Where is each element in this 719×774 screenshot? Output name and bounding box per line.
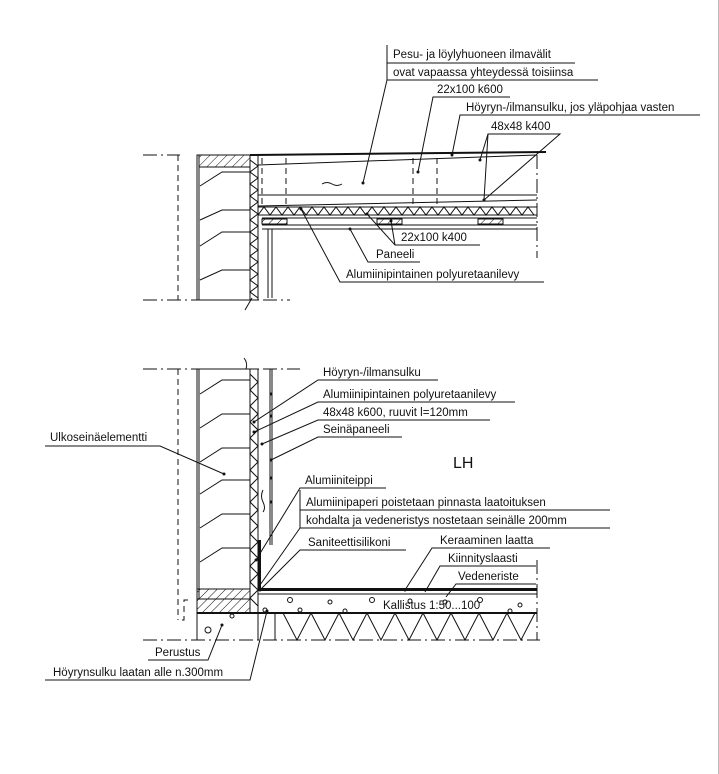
label-batten-bottom: 22x100 k400 bbox=[401, 232, 467, 244]
label-wall-vapour-barrier: Höyryn-/ilmansulku bbox=[323, 367, 421, 379]
label-foundation: Perustus bbox=[155, 647, 201, 659]
label-adhesive: Kiinnityslaasti bbox=[448, 553, 518, 565]
label-panel: Paneeli bbox=[376, 249, 414, 261]
label-air-gap-2: ovat vapaassa yhteydessä toisiinsa bbox=[393, 67, 574, 79]
label-wall-panel: Seinäpaneeli bbox=[323, 424, 390, 436]
label-waterproofing: Vedeneriste bbox=[458, 571, 519, 583]
label-room: LH bbox=[453, 455, 473, 472]
label-wall-pu-board: Alumiinipintainen polyuretaanilevy bbox=[323, 389, 496, 401]
label-tape: Alumiiniteippi bbox=[305, 475, 373, 487]
label-tile: Keraaminen laatta bbox=[440, 535, 534, 547]
label-exterior-wall: Ulkoseinäelementti bbox=[50, 432, 147, 444]
label-slab-barrier: Höyrynsulku laatan alle n.300mm bbox=[53, 667, 223, 679]
label-ceiling-vapour-barrier: Höyryn-/ilmansulku, jos yläpohjaa vasten bbox=[466, 102, 674, 114]
ceiling-section: Pesu- ja löylyhuoneen ilmavälit ovat vap… bbox=[143, 45, 700, 311]
label-note-1: Alumiinipaperi poistetaan pinnasta laato… bbox=[306, 497, 546, 509]
label-silicone: Saniteettisilikoni bbox=[308, 537, 390, 549]
label-air-gap-1: Pesu- ja löylyhuoneen ilmavälit bbox=[393, 49, 552, 61]
label-slope: Kallistus 1:50...100 bbox=[383, 600, 480, 612]
label-ceiling-pu-board: Alumiinipintainen polyuretaanilevy bbox=[346, 269, 519, 281]
label-ceiling-stud: 48x48 k400 bbox=[491, 121, 550, 133]
label-note-2: kohdalta ja vedeneristys nostetaan seinä… bbox=[306, 515, 567, 527]
floor-wall-section: Höyryn-/ilmansulku Alumiinipintainen pol… bbox=[45, 357, 610, 681]
label-wall-stud: 48x48 k600, ruuvit l=120mm bbox=[323, 407, 468, 419]
label-batten-top: 22x100 k600 bbox=[437, 84, 503, 96]
